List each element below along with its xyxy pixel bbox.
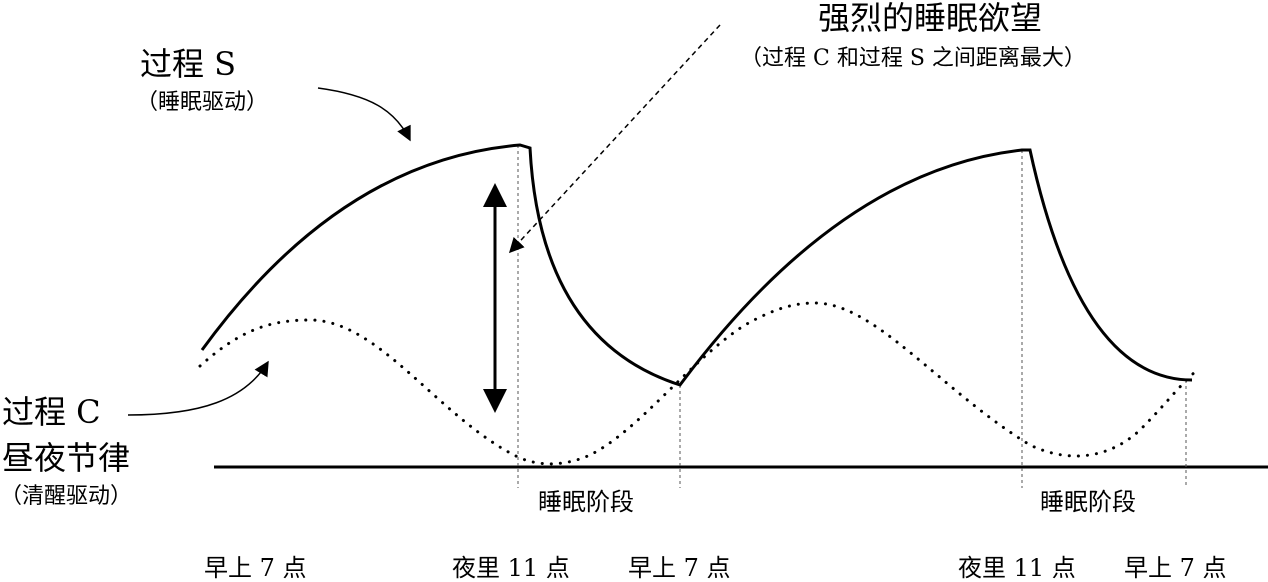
- time-label-4: 夜里 11 点: [958, 554, 1076, 582]
- process-s-sublabel: （睡眠驱动）: [136, 90, 269, 115]
- process-s-label: 过程 S: [140, 45, 237, 83]
- process-c-sublabel: （清醒驱动）: [0, 484, 133, 509]
- time-label-1: 早上 7 点: [204, 554, 307, 582]
- time-label-5: 早上 7 点: [1124, 554, 1227, 582]
- sleep-phase-label-1: 睡眠阶段: [538, 488, 634, 516]
- strong-desire-sublabel: （过程 C 和过程 S 之间距离最大）: [740, 46, 1086, 71]
- process-s-pointer: [317, 87, 411, 142]
- process-c-label: 过程 C: [2, 393, 101, 431]
- process-c-label-line2: 昼夜节律: [2, 439, 131, 477]
- process-s-curve: [200, 143, 1193, 387]
- strong-desire-label: 强烈的睡眠欲望: [818, 0, 1043, 37]
- desire-pointer: [508, 24, 721, 254]
- process-c-curve: [198, 301, 1197, 466]
- sleep-phase-label-2: 睡眠阶段: [1040, 488, 1136, 516]
- time-label-3: 早上 7 点: [628, 554, 731, 582]
- time-label-2: 夜里 11 点: [452, 554, 570, 582]
- process-c-pointer: [127, 360, 269, 416]
